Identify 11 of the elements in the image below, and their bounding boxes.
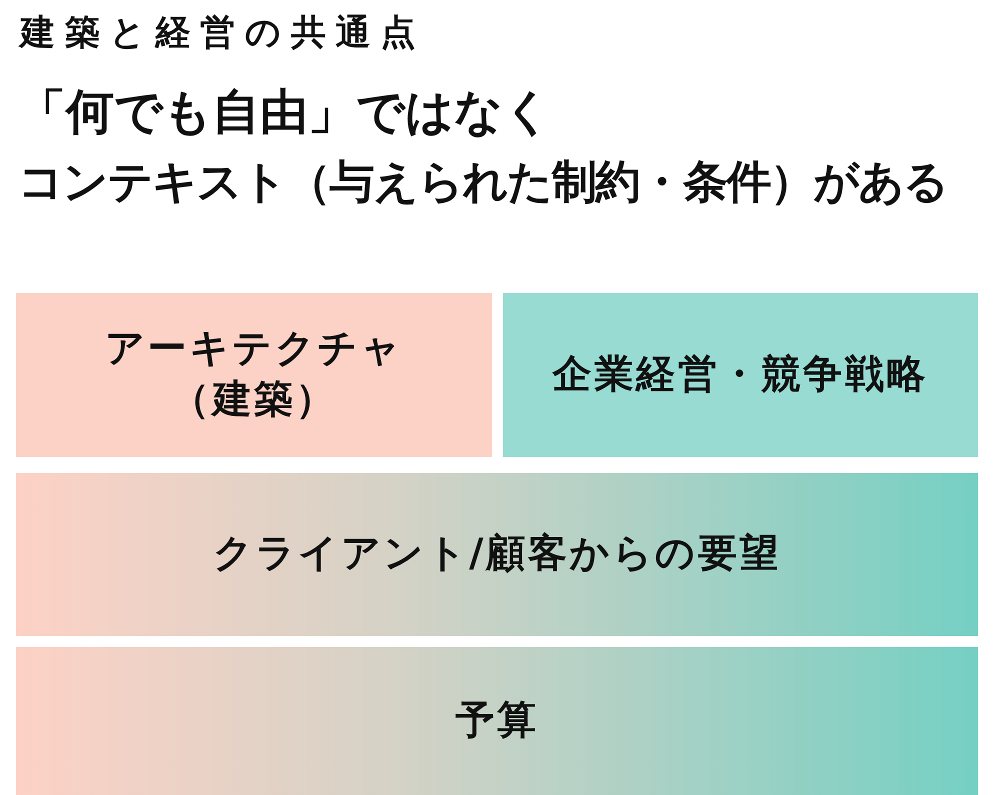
category-label: 企業経営・競争戦略 bbox=[552, 350, 928, 399]
category-box bbox=[16, 293, 492, 457]
category-label: 予算 bbox=[455, 696, 539, 745]
category-box bbox=[503, 293, 978, 457]
subheading: 建築と経営の共通点 bbox=[20, 12, 426, 54]
category-label: アーキテクチャ（建築） bbox=[104, 325, 404, 424]
category-label: クライアント/顧客からの要望 bbox=[212, 530, 782, 578]
headline: 「何でも自由」ではなく bbox=[18, 84, 552, 142]
category-band bbox=[16, 647, 978, 795]
headline: コンテキスト（与えられた制約・条件）がある bbox=[18, 155, 948, 209]
category-band bbox=[16, 473, 978, 636]
